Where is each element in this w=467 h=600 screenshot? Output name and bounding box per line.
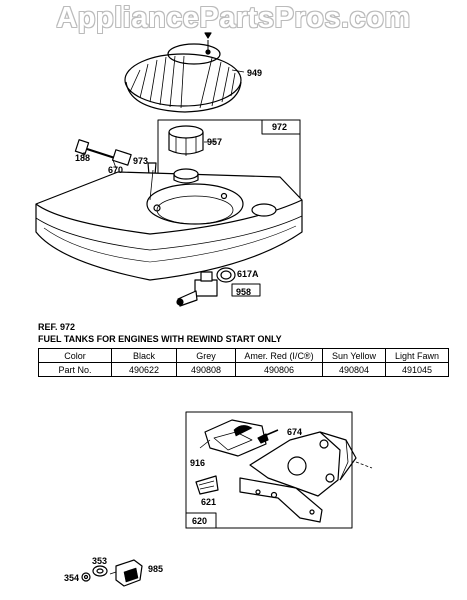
table-cell: 490808 (177, 363, 236, 377)
callout-957: 957 (207, 137, 222, 147)
table-cell: 490804 (323, 363, 386, 377)
ref-line: REF. 972 (38, 322, 75, 332)
callout-617a: 617A (237, 269, 259, 279)
callout-353: 353 (92, 556, 107, 566)
callout-670: 670 (108, 165, 123, 175)
table-cell: 491045 (386, 363, 449, 377)
table-cell: Sun Yellow (323, 349, 386, 363)
callout-972: 972 (272, 122, 287, 132)
callout-985: 985 (148, 564, 163, 574)
table-row: Part No. 490622 490808 490806 490804 491… (39, 363, 449, 377)
table-cell: Light Fawn (386, 349, 449, 363)
callout-674: 674 (287, 427, 302, 437)
callout-354: 354 (64, 573, 79, 583)
callout-949: 949 (247, 68, 262, 78)
recoil-starter-cover (125, 33, 244, 112)
table-cell: Color (39, 349, 112, 363)
table-header-row: Color Black Grey Amer. Red (I/C®) Sun Ye… (39, 349, 449, 363)
color-part-table: Color Black Grey Amer. Red (I/C®) Sun Ye… (38, 348, 449, 377)
fuel-tank (36, 169, 302, 280)
small-hardware (82, 560, 142, 586)
throttle-lever (200, 420, 266, 456)
table-cell: Grey (177, 349, 236, 363)
callout-188: 188 (75, 153, 90, 163)
ref-title: FUEL TANKS FOR ENGINES WITH REWIND START… (38, 334, 282, 344)
table-cell: 490622 (112, 363, 177, 377)
table-cell: Amer. Red (I/C®) (236, 349, 323, 363)
callout-958: 958 (236, 287, 251, 297)
callout-621: 621 (201, 497, 216, 507)
table-cell: Part No. (39, 363, 112, 377)
table-cell: 490806 (236, 363, 323, 377)
spring-clip (196, 476, 218, 494)
table-cell: Black (112, 349, 177, 363)
callout-973: 973 (133, 156, 148, 166)
callout-620: 620 (192, 516, 207, 526)
callout-916: 916 (190, 458, 205, 468)
